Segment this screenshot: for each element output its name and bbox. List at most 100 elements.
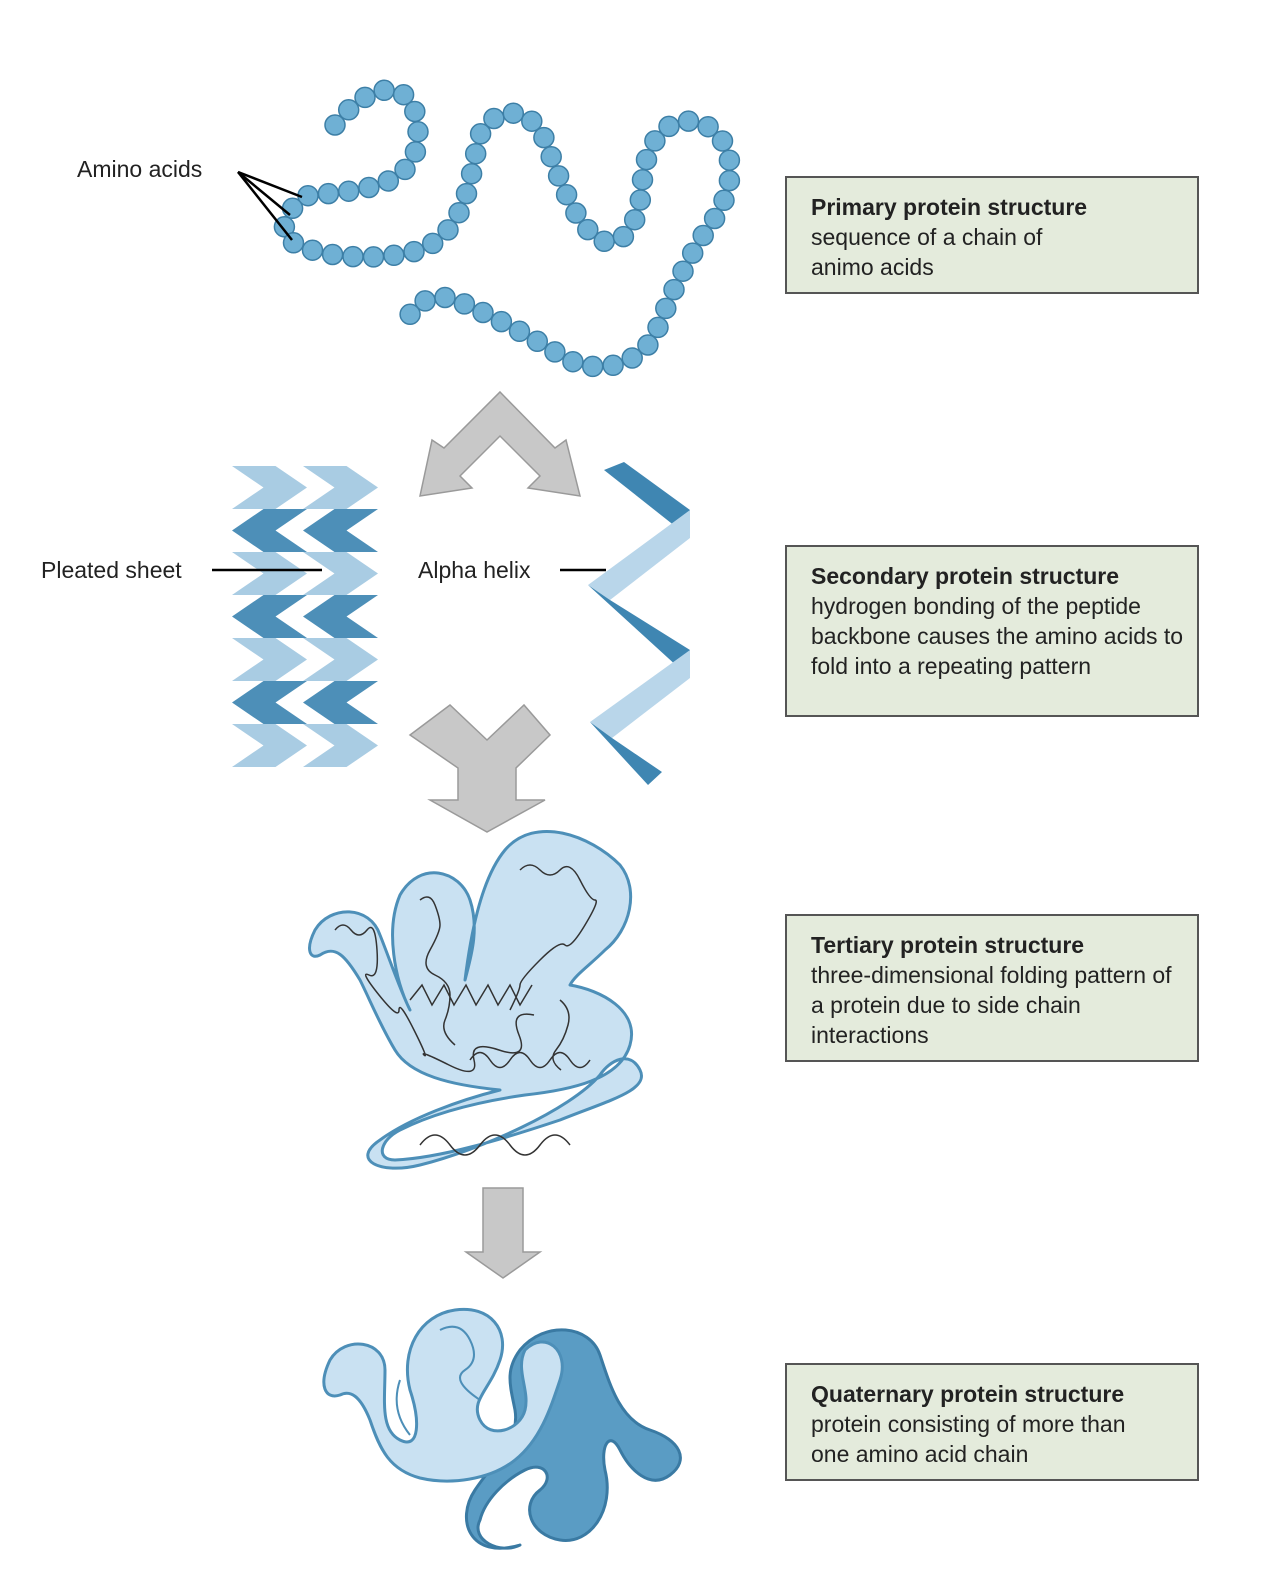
sheet-segment — [303, 595, 378, 638]
amino-acid-bead — [383, 244, 405, 267]
sheet-segment — [232, 552, 307, 595]
helix-segment — [588, 585, 690, 678]
helix-segment — [590, 722, 662, 785]
sheet-segment — [303, 638, 378, 681]
sheet-segment — [303, 681, 378, 724]
primary-structure-title: Primary protein structure — [811, 194, 1088, 220]
amino-acid-bead — [358, 176, 380, 199]
amino-acid-bead — [655, 297, 677, 320]
amino-acid-bead — [321, 243, 344, 266]
alpha-helix-label: Alpha helix — [418, 557, 531, 583]
sheet-segment — [232, 724, 307, 767]
amino-acid-bead — [342, 245, 364, 268]
quaternary-structure-description: protein consisting of more than one amin… — [811, 1411, 1126, 1467]
amino-acid-bead — [399, 303, 421, 326]
amino-acid-bead — [565, 202, 587, 224]
amino-acids-pointer — [237, 170, 303, 241]
amino-acid-bead — [718, 149, 741, 171]
primary-structure-description: sequence of a chain of animo acids — [811, 224, 1043, 280]
amino-acid-bead — [460, 162, 483, 185]
amino-acid-bead — [273, 216, 296, 238]
amino-acid-bead — [602, 354, 624, 377]
amino-acid-bead — [697, 115, 719, 138]
amino-acid-bead — [354, 86, 376, 109]
amino-acid-bead — [373, 79, 395, 102]
split-arrow — [419, 390, 582, 497]
amino-acid-bead — [623, 208, 646, 231]
amino-acid-bead — [414, 290, 436, 312]
amino-acid-bead — [562, 350, 584, 373]
amino-acid-bead — [392, 83, 415, 106]
amino-acid-bead — [621, 347, 643, 369]
merge-arrow — [408, 703, 552, 833]
helix-segment — [604, 462, 690, 538]
amino-acids-label: Amino acids — [77, 156, 203, 182]
amino-acid-bead — [713, 189, 735, 212]
amino-acid-bead — [593, 230, 615, 253]
amino-acid-bead — [635, 148, 658, 171]
tertiary-structure-title: Tertiary protein structure — [811, 932, 1085, 958]
amino-acid-bead — [469, 123, 492, 145]
amino-acid-bead — [521, 110, 543, 132]
sheet-segment — [303, 552, 378, 595]
sheet-segment — [303, 466, 378, 509]
amino-acid-bead — [317, 182, 340, 205]
amino-acid-bead — [337, 99, 360, 121]
amino-acid-bead — [612, 225, 635, 248]
alpha-helix-ribbon — [588, 462, 690, 785]
amino-acid-bead — [490, 310, 513, 333]
amino-acid-bead — [547, 165, 570, 187]
amino-acid-bead — [555, 183, 578, 206]
amino-acid-bead — [718, 169, 741, 192]
amino-acid-bead — [681, 242, 704, 264]
amino-acid-bead — [403, 240, 425, 263]
amino-acid-bead — [448, 201, 470, 224]
amino-acid-bead — [540, 145, 562, 168]
amino-acid-bead — [644, 130, 666, 152]
amino-acid-bead — [533, 126, 555, 149]
amino-acid-bead — [581, 355, 604, 378]
amino-acid-bead — [692, 224, 714, 247]
sheet-segment — [232, 509, 307, 552]
amino-acid-bead — [544, 341, 566, 363]
amino-acid-bead — [362, 246, 385, 268]
pleated-sheets — [232, 466, 378, 767]
down-arrow — [463, 1187, 543, 1279]
sheet-segment — [232, 638, 307, 681]
tertiary-structure-description: three-dimensional folding pattern of a p… — [811, 962, 1172, 1048]
amino-acid-bead — [377, 170, 400, 192]
amino-acid-bead — [404, 141, 427, 163]
amino-acid-bead — [483, 107, 505, 130]
amino-acid-bead — [281, 197, 304, 220]
amino-acid-bead — [421, 232, 444, 255]
sheet-segment — [303, 724, 378, 767]
amino-acid-bead — [301, 239, 324, 261]
amino-acid-bead — [658, 115, 680, 138]
amino-acid-bead — [394, 158, 416, 181]
pleated-sheet-label: Pleated sheet — [41, 557, 182, 583]
sheet-segment — [232, 681, 307, 724]
amino-acid-beads — [273, 79, 741, 378]
amino-acid-bead — [647, 316, 669, 339]
amino-acid-bead — [526, 330, 549, 353]
amino-acid-bead — [637, 334, 659, 356]
amino-acid-bead — [437, 219, 459, 241]
quaternary-protein-complex — [322, 1307, 682, 1550]
sheet-segment — [232, 466, 307, 509]
secondary-structure-title: Secondary protein structure — [811, 563, 1120, 589]
quaternary-structure-box: Quaternary protein structure protein con… — [785, 1363, 1199, 1481]
amino-acid-bead — [663, 278, 685, 301]
quaternary-structure-title: Quaternary protein structure — [811, 1381, 1125, 1407]
amino-acid-bead — [703, 207, 726, 230]
amino-acid-bead — [472, 301, 494, 324]
amino-acid-bead — [464, 142, 487, 165]
secondary-structure-box: Secondary protein structure hydrogen bon… — [785, 545, 1199, 717]
amino-acid-bead — [629, 189, 652, 211]
amino-acid-bead — [404, 100, 426, 123]
amino-acid-bead — [502, 102, 525, 124]
amino-acid-bead — [677, 110, 700, 132]
helix-segment — [588, 510, 690, 600]
primary-structure-box: Primary protein structure sequence of a … — [785, 176, 1199, 294]
amino-acid-bead — [337, 180, 360, 202]
